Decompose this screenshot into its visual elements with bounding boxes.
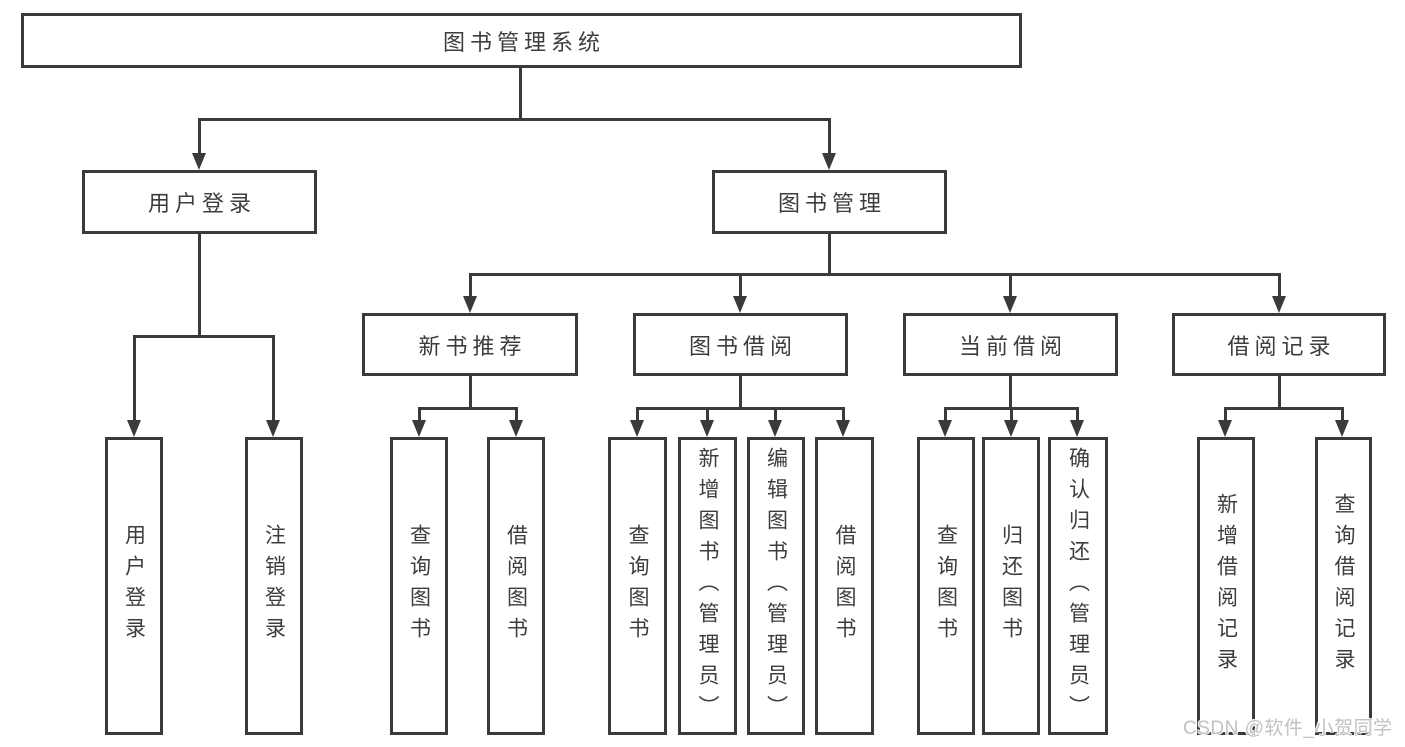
connector-bookborrow-drop-4 (842, 407, 845, 423)
csdn-watermark: CSDN @软件_小贺同学 (1183, 718, 1393, 739)
arrowhead-icon (1070, 420, 1084, 437)
leaf-newbook-query: 查询图书 (390, 437, 448, 735)
arrowhead-icon (463, 296, 477, 313)
connector-root-drop-left (198, 118, 201, 158)
connector-userlogin-drop-2 (272, 335, 275, 423)
connector-bookborrow-drop-2 (706, 407, 709, 423)
leaf-current-return-label: 归还图书 (999, 524, 1023, 648)
connector-root-bar (198, 118, 831, 121)
node-current-borrow-label: 当前借阅 (958, 333, 1067, 359)
arrowhead-icon (266, 420, 280, 437)
arrowhead-icon (1335, 420, 1349, 437)
arrowhead-icon (1218, 420, 1232, 437)
connector-newbook-stem (469, 376, 472, 410)
arrowhead-icon (1272, 296, 1286, 313)
connector-root-stem (519, 68, 522, 121)
leaf-record-add: 新增借阅记录 (1197, 437, 1255, 735)
arrowhead-icon (127, 420, 141, 437)
leaf-newbook-borrow: 借阅图书 (487, 437, 545, 735)
leaf-borrow-add-label: 新增图书（管理员） (696, 446, 719, 726)
arrowhead-icon (733, 296, 747, 313)
connector-bookborrow-drop-1 (636, 407, 639, 423)
connector-bookmgmt-drop-3 (1009, 273, 1012, 301)
node-book-mgmt-label: 图书管理 (777, 191, 886, 216)
connector-borrowrecord-drop-1 (1224, 407, 1227, 423)
leaf-user-login: 用户登录 (105, 437, 163, 735)
node-book-mgmt: 图书管理 (712, 170, 947, 234)
leaf-borrow-book-label: 借阅图书 (833, 524, 856, 648)
leaf-current-return: 归还图书 (982, 437, 1040, 735)
connector-userlogin-bar (133, 335, 275, 338)
connector-bookborrow-stem (739, 376, 742, 410)
node-new-book: 新书推荐 (362, 313, 578, 376)
node-new-book-label: 新书推荐 (418, 333, 527, 359)
arrowhead-icon (509, 420, 523, 437)
connector-bookmgmt-drop-1 (469, 273, 472, 301)
leaf-current-query: 查询图书 (917, 437, 975, 735)
arrowhead-icon (1004, 420, 1018, 437)
connector-bookmgmt-drop-2 (739, 273, 742, 301)
leaf-record-query-label: 查询借阅记录 (1332, 493, 1355, 679)
arrowhead-icon (630, 420, 644, 437)
connector-newbook-drop-1 (418, 407, 421, 423)
node-borrow-record: 借阅记录 (1172, 313, 1386, 376)
connector-newbook-bar (418, 407, 518, 410)
leaf-borrow-book: 借阅图书 (815, 437, 874, 735)
connector-newbook-drop-2 (515, 407, 518, 423)
connector-bookmgmt-drop-4 (1278, 273, 1281, 301)
leaf-borrow-edit-label: 编辑图书（管理员） (764, 446, 788, 726)
connector-borrowrecord-drop-2 (1341, 407, 1344, 423)
node-root: 图书管理系统 (21, 13, 1022, 68)
leaf-borrow-edit: 编辑图书（管理员） (747, 437, 805, 735)
leaf-newbook-borrow-label: 借阅图书 (504, 524, 528, 648)
leaf-borrow-query: 查询图书 (608, 437, 667, 735)
leaf-current-confirm: 确认归还（管理员） (1048, 437, 1108, 735)
node-user-login: 用户登录 (82, 170, 317, 234)
connector-bookmgmt-bar (469, 273, 1281, 276)
leaf-logout-label: 注销登录 (262, 524, 286, 648)
connector-root-drop-right (828, 118, 831, 158)
connector-borrowrecord-stem (1278, 376, 1281, 410)
node-book-borrow-label: 图书借阅 (688, 333, 797, 359)
leaf-record-query: 查询借阅记录 (1315, 437, 1372, 735)
arrowhead-icon (938, 420, 952, 437)
connector-userlogin-stem (198, 234, 201, 338)
leaf-user-login-label: 用户登录 (122, 524, 146, 648)
arrowhead-icon (822, 153, 836, 170)
arrowhead-icon (836, 420, 850, 437)
arrowhead-icon (1003, 296, 1017, 313)
connector-bookborrow-drop-3 (774, 407, 777, 423)
connector-borrowrecord-bar (1224, 407, 1344, 410)
connector-userlogin-drop-1 (133, 335, 136, 423)
arrowhead-icon (700, 420, 714, 437)
arrowhead-icon (412, 420, 426, 437)
connector-bookmgmt-stem (828, 233, 831, 276)
arrowhead-icon (768, 420, 782, 437)
node-user-login-label: 用户登录 (147, 191, 256, 216)
leaf-record-add-label: 新增借阅记录 (1214, 493, 1238, 679)
leaf-borrow-query-label: 查询图书 (626, 524, 649, 648)
leaf-logout: 注销登录 (245, 437, 303, 735)
leaf-current-confirm-label: 确认归还（管理员） (1066, 446, 1090, 726)
node-current-borrow: 当前借阅 (903, 313, 1118, 376)
connector-currentborrow-drop-2 (1010, 407, 1013, 423)
connector-currentborrow-drop-3 (1076, 407, 1079, 423)
arrowhead-icon (192, 153, 206, 170)
leaf-borrow-add: 新增图书（管理员） (678, 437, 737, 735)
connector-currentborrow-drop-1 (944, 407, 947, 423)
node-root-label: 图书管理系统 (442, 29, 605, 55)
node-book-borrow: 图书借阅 (633, 313, 848, 376)
leaf-newbook-query-label: 查询图书 (407, 524, 431, 648)
leaf-current-query-label: 查询图书 (934, 524, 958, 648)
connector-currentborrow-stem (1009, 376, 1012, 410)
connector-bookborrow-bar (636, 407, 845, 410)
node-borrow-record-label: 借阅记录 (1227, 333, 1336, 359)
